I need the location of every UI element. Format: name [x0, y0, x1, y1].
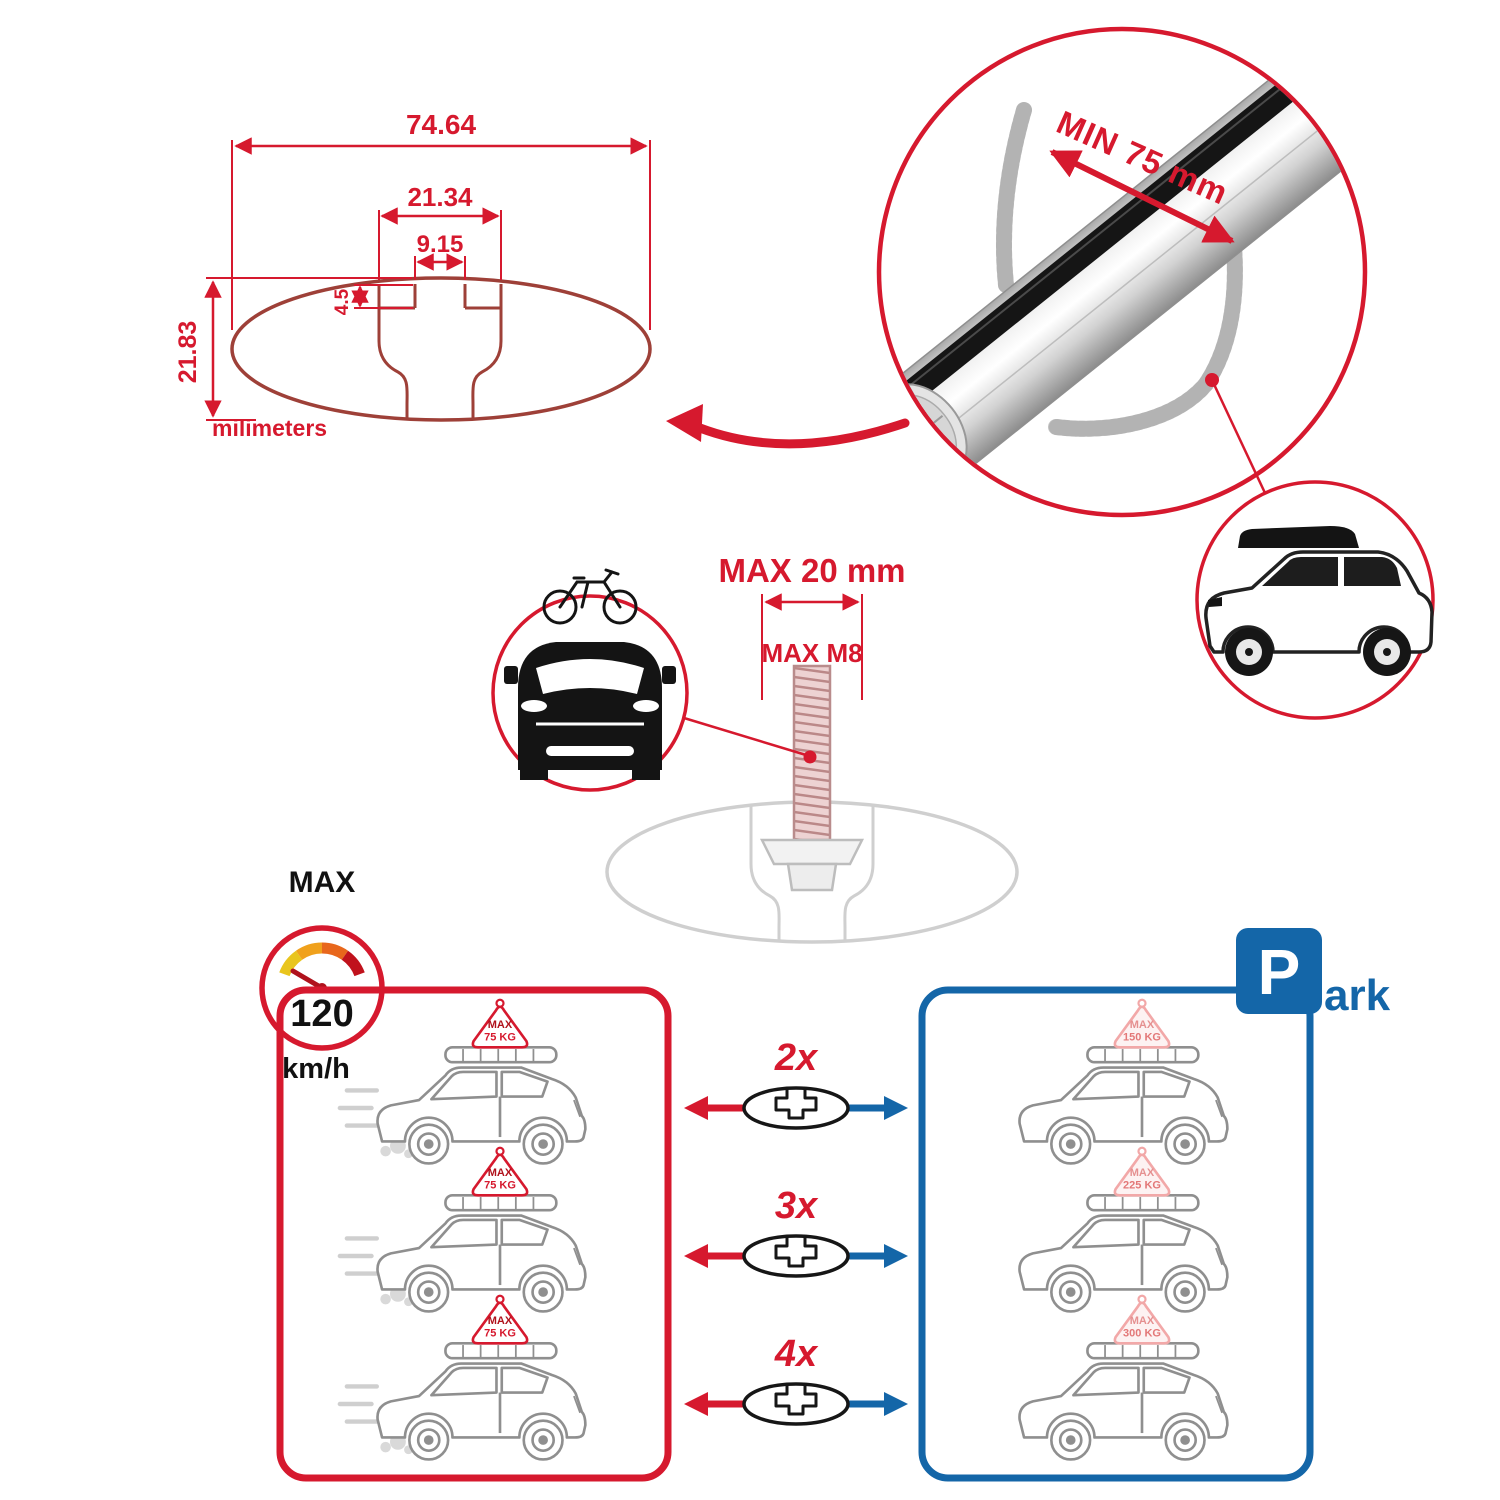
badge-value: 150 KG: [1123, 1031, 1161, 1043]
car-bike-circle: [491, 568, 689, 792]
dim-total-height: 21.83: [174, 321, 202, 384]
multiplier-label: 2x: [774, 1037, 819, 1079]
right-arrow-icon: [884, 1392, 908, 1416]
zoom-arrow: [666, 404, 910, 449]
multiplier-row-1: 2x: [684, 1037, 908, 1130]
parking-letter: P: [1258, 936, 1301, 1008]
parked-car-row-1: MAX 150 KG: [1018, 998, 1229, 1165]
max-width-label: MAX 20 mm: [718, 552, 905, 589]
driving-panel: [276, 986, 672, 1482]
parking-sign: P ark: [1236, 928, 1391, 1020]
bar-profile-icon: [742, 1086, 850, 1130]
badge-max-label: MAX: [1130, 1167, 1155, 1179]
parked-car-row-3: MAX 300 KG: [1018, 1294, 1229, 1461]
parking-suffix: ark: [1324, 971, 1391, 1020]
dim-total-width: 74.64: [406, 109, 476, 140]
dim-slot-width: 9.15: [417, 231, 464, 258]
max-thread-label: MAX M8: [761, 638, 862, 668]
multiplier-label: 3x: [775, 1185, 819, 1227]
left-arrow-icon: [684, 1392, 708, 1416]
bar-profile-drawing: [230, 276, 652, 422]
left-arrow-icon: [684, 1096, 708, 1120]
dimension-lines: [204, 137, 651, 421]
dim-channel-width: 21.34: [407, 182, 473, 212]
min-span-arrow: [1049, 149, 1235, 244]
speedometer-needle: [290, 968, 325, 991]
badge-value: 75 KG: [484, 1179, 516, 1191]
crossbar-detail-circle: MIN 75 mm: [876, 26, 1368, 518]
callout-line: [1210, 379, 1267, 494]
bolt-callout-line: [683, 716, 807, 757]
units-label: milimeters: [212, 415, 327, 441]
dim-lip-depth: 4.5: [332, 288, 353, 315]
speedometer-arc: [279, 942, 365, 977]
roof-rail-clamp-icon: [996, 102, 1243, 437]
multiplier-label: 4x: [774, 1333, 819, 1375]
badge-max-label: MAX: [1130, 1315, 1155, 1327]
driving-car-row-2: MAX 75 KG: [340, 1146, 587, 1313]
bolt-icon: [759, 664, 865, 892]
driving-car-row-1: MAX 75 KG: [340, 998, 587, 1165]
speed-max-label: MAX: [289, 866, 356, 899]
multiplier-row-2: 3x: [684, 1185, 908, 1278]
speed-unit: km/h: [282, 1053, 350, 1085]
suv-with-roofbox-icon: [1204, 526, 1434, 676]
suv-roofbox-circle: [1195, 480, 1435, 720]
speed-value: 120: [290, 993, 353, 1035]
bolt-callout-dot: [803, 750, 817, 764]
parked-car-row-2: MAX 225 KG: [1018, 1146, 1229, 1313]
badge-value: 75 KG: [484, 1031, 516, 1043]
badge-max-label: MAX: [1130, 1019, 1155, 1031]
bicycle-icon: [542, 568, 638, 625]
badge-value: 225 KG: [1123, 1179, 1161, 1191]
badge-max-label: MAX: [488, 1019, 513, 1031]
parking-icon: [1236, 928, 1322, 1014]
badge-max-label: MAX: [488, 1315, 513, 1327]
bar-profile-icon: [742, 1382, 850, 1426]
right-arrow-icon: [884, 1096, 908, 1120]
bolt-diagram: MAX 20 mm MAX M8: [605, 552, 1019, 944]
car-front-icon: [504, 642, 676, 780]
badge-max-label: MAX: [488, 1167, 513, 1179]
bar-profile-icon: [742, 1234, 850, 1278]
parked-panel: [918, 986, 1314, 1482]
badge-value: 75 KG: [484, 1327, 516, 1339]
left-arrow-icon: [684, 1244, 708, 1268]
right-arrow-icon: [884, 1244, 908, 1268]
cross-section-diagram: 74.64 21.34 9.15 4.5 21.83 milimeters: [174, 109, 652, 441]
bolt-dimensions: [761, 593, 863, 700]
badge-value: 300 KG: [1123, 1327, 1161, 1339]
driving-car-row-3: MAX 75 KG: [340, 1294, 587, 1461]
multiplier-row-3: 4x: [684, 1333, 908, 1426]
